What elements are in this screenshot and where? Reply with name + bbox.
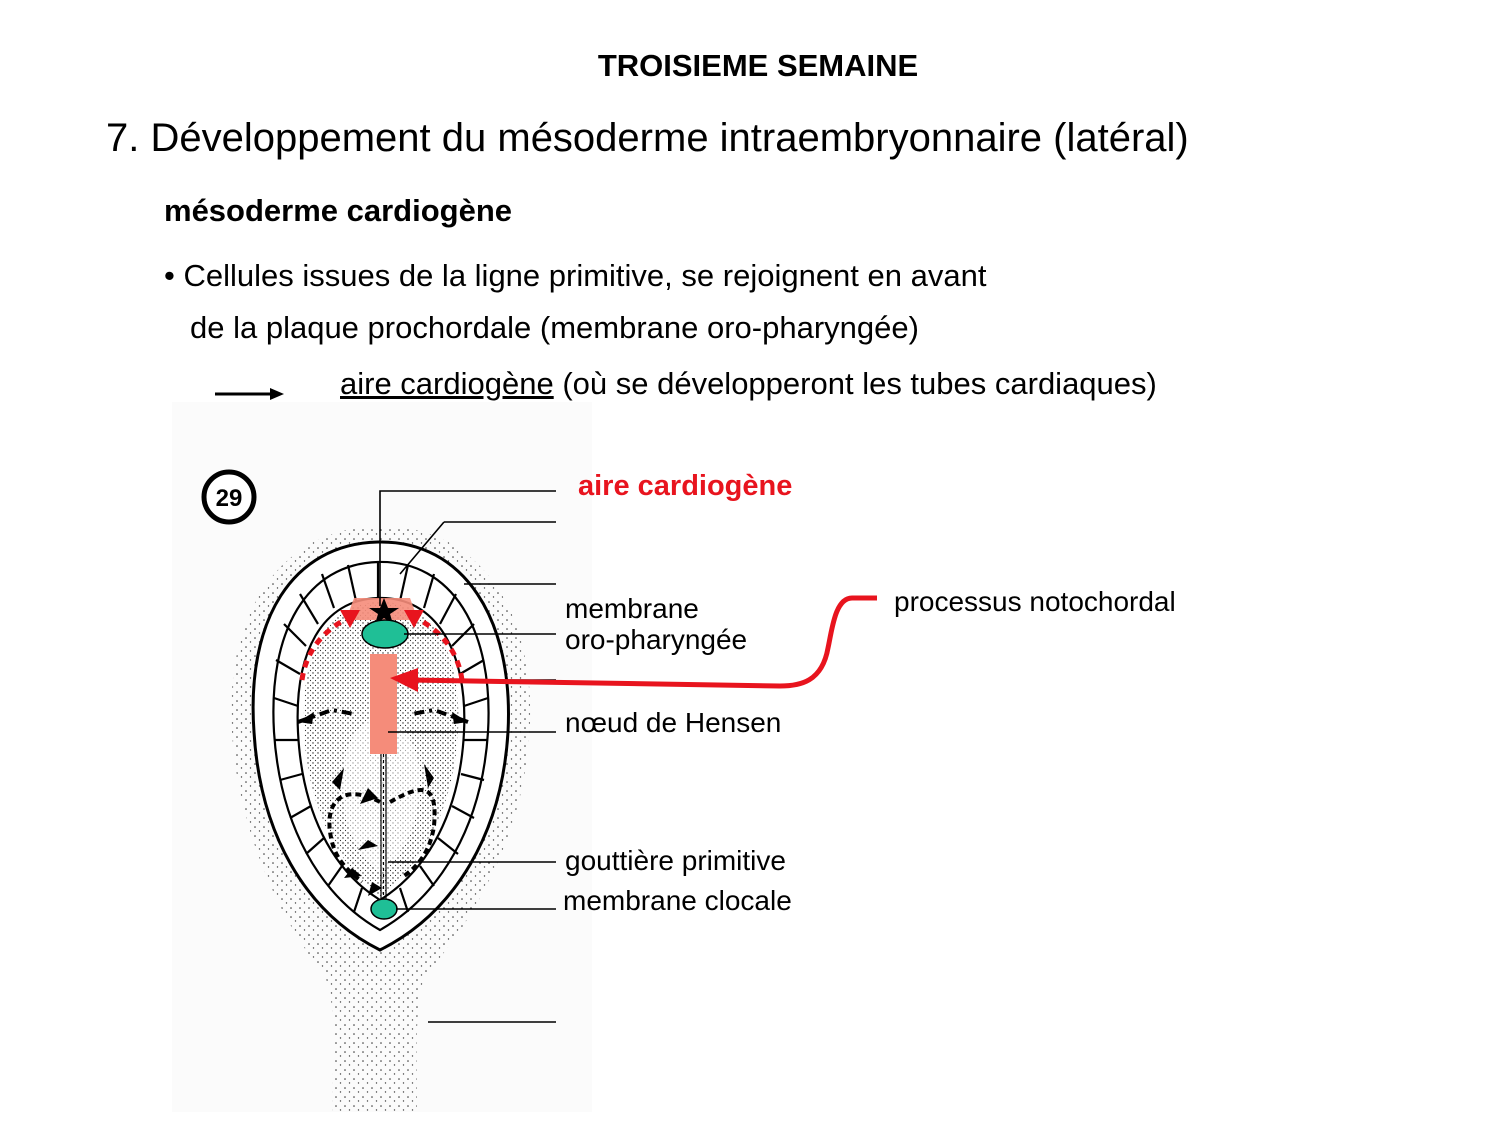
bullet-text-line-2: de la plaque prochordale (membrane oro-p… <box>190 310 919 345</box>
cardiogenic-area <box>346 598 418 624</box>
star-icon <box>369 598 399 624</box>
label-noeud-de-hensen: nœud de Hensen <box>565 707 782 738</box>
primitive-streak <box>380 754 387 902</box>
label-processus-notochordal: processus notochordal <box>894 586 1176 617</box>
label-membrane-line2: oro-pharyngée <box>565 624 748 655</box>
svg-text:29: 29 <box>216 485 243 512</box>
slide-title: TROISIEME SEMAINE <box>597 48 919 83</box>
red-arrowhead-right <box>404 610 424 628</box>
figure-number-badge: 29 <box>201 469 257 525</box>
embryo-diagram: 29 <box>172 402 592 1112</box>
notochordal-process-pointer <box>390 595 877 692</box>
result-explanation: (où se développeront les tubes cardiaque… <box>553 366 1157 401</box>
notochordal-process <box>370 654 397 754</box>
cloacal-membrane <box>370 898 398 920</box>
mesoderm-migration-arrows <box>297 707 469 896</box>
right-arrow-icon <box>215 388 284 400</box>
label-gouttiere-primitive: gouttière primitive <box>565 845 786 876</box>
aire-cardiogene-term: aire cardiogène <box>340 366 554 401</box>
label-membrane-cloacale: membrane clocale <box>563 885 792 916</box>
label-aire-cardiogene: aire cardiogène <box>578 470 793 502</box>
red-arrowhead-left <box>340 610 360 628</box>
section-heading: 7. Développement du mésoderme intraembry… <box>106 116 1189 160</box>
red-migration-arrows <box>299 613 465 681</box>
subheading: mésoderme cardiogène <box>164 193 513 228</box>
bullet-text-line-1: • Cellules issues de la ligne primitive,… <box>164 258 987 293</box>
label-membrane-line1: membrane <box>565 593 699 624</box>
result-line: aire cardiogène (où se développeront les… <box>340 366 1157 402</box>
